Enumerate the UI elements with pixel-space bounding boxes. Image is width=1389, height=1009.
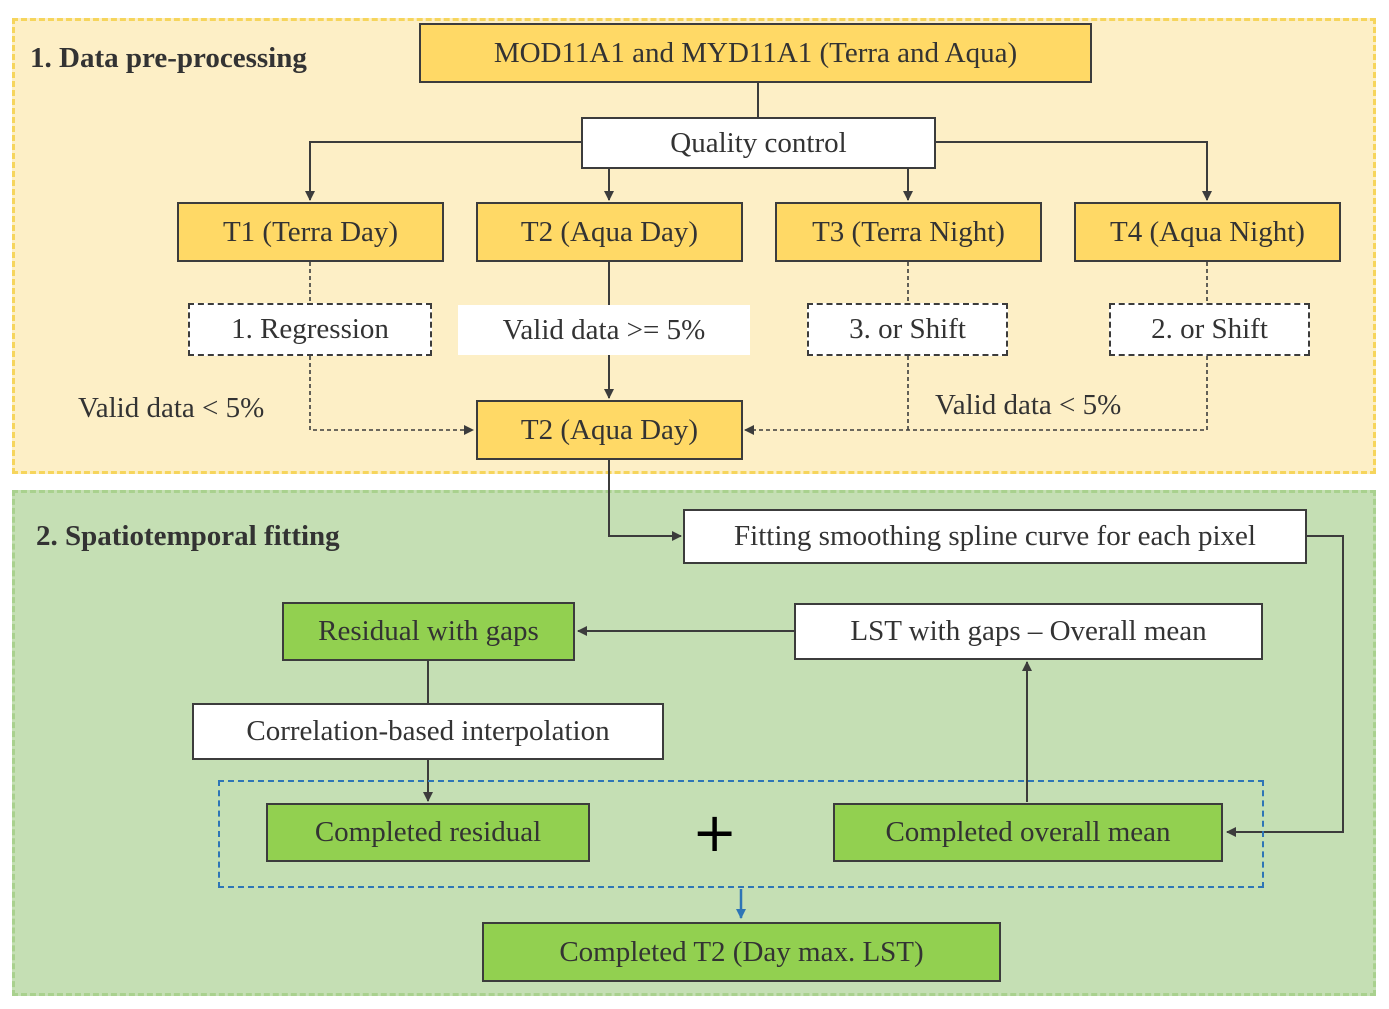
t3-terra-night-box: T3 (Terra Night) [775,202,1042,262]
correlation-interpolation-box: Correlation-based interpolation [192,703,664,760]
valid-data-ge-label: Valid data >= 5% [458,305,750,355]
completed-residual-box: Completed residual [266,803,590,862]
source-data-box: MOD11A1 and MYD11A1 (Terra and Aqua) [419,23,1092,83]
t2-aqua-day-box: T2 (Aqua Day) [476,202,743,262]
quality-control-box: Quality control [581,117,936,169]
completed-overall-mean-box: Completed overall mean [833,803,1223,862]
preprocessing-title: 1. Data pre-processing [30,42,307,74]
fitting-title: 2. Spatiotemporal fitting [36,520,340,552]
spline-fitting-box: Fitting smoothing spline curve for each … [683,509,1307,564]
residual-with-gaps-box: Residual with gaps [282,602,575,661]
t4-aqua-night-box: T4 (Aqua Night) [1074,202,1341,262]
shift-3-box: 3. or Shift [807,303,1008,356]
t2-merged-box: T2 (Aqua Day) [476,400,743,460]
t1-terra-day-box: T1 (Terra Day) [177,202,444,262]
completed-t2-box: Completed T2 (Day max. LST) [482,922,1001,982]
completed-components-group [218,780,1264,888]
valid-data-lt-right-label: Valid data < 5% [935,389,1122,421]
valid-data-lt-left-label: Valid data < 5% [78,392,265,424]
shift-2-box: 2. or Shift [1109,303,1310,356]
plus-sign: + [692,801,738,864]
lst-with-gaps-box: LST with gaps – Overall mean [794,603,1263,660]
regression-box: 1. Regression [188,303,432,356]
